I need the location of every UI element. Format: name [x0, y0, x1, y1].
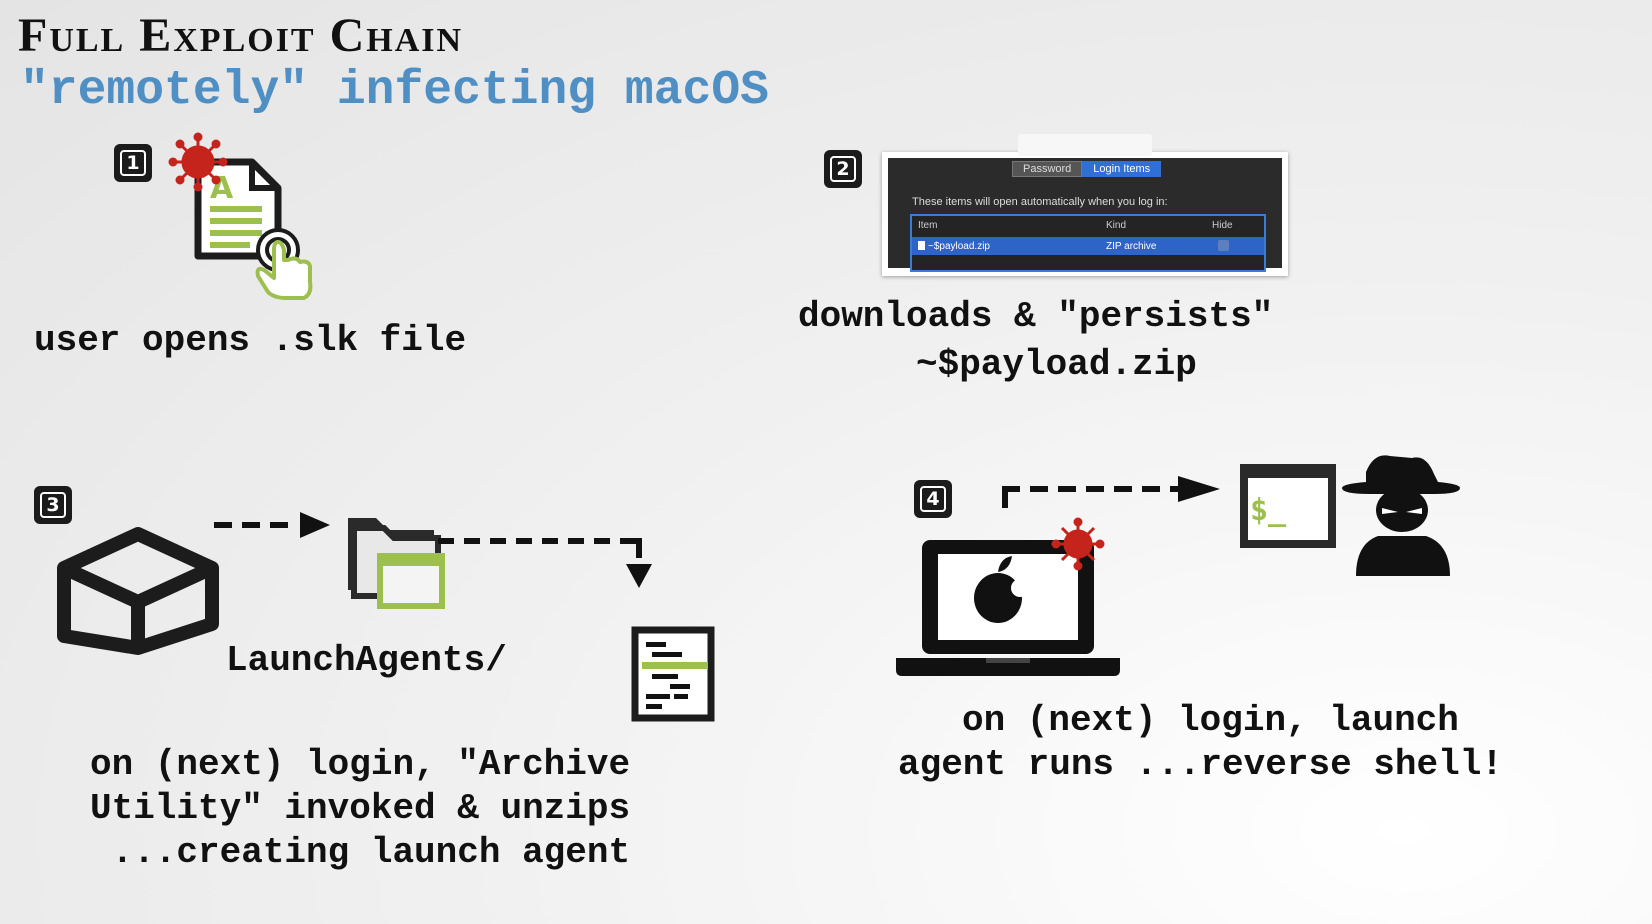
step-1-badge: 1 — [114, 144, 152, 182]
step-3-caption-line-2: Utility" invoked & unzips — [90, 788, 631, 829]
hacker-icon — [1342, 455, 1460, 576]
step-3-caption-line-3: ...creating launch agent — [90, 832, 631, 873]
document-icon: A — [194, 158, 282, 260]
column-kind[interactable]: Kind — [1106, 220, 1127, 231]
terminal-icon — [1240, 464, 1336, 548]
slide-title: Full Exploit Chain — [18, 9, 464, 62]
dashed-arrow — [438, 538, 652, 588]
login-items-screenshot: Password Login Items These items will op… — [882, 152, 1288, 276]
dashed-arrow — [214, 512, 330, 538]
step-3-graphic — [57, 512, 715, 722]
step-2-caption-line-1: downloads & "persists" — [798, 296, 1274, 337]
step-4-graphic: $_ — [896, 455, 1460, 676]
table-header: Item Kind Hide — [912, 216, 1264, 236]
hide-checkbox[interactable] — [1218, 240, 1229, 251]
step-4-caption-line-2: agent runs ...reverse shell! — [898, 744, 1503, 785]
redaction-patch — [1018, 134, 1152, 156]
column-hide[interactable]: Hide — [1212, 220, 1233, 231]
laptop-icon — [896, 540, 1120, 676]
slide-subtitle: "remotely" infecting macOS — [20, 64, 769, 118]
slk-document-icon: A — [168, 132, 313, 300]
apple-logo-icon — [974, 556, 1029, 623]
plist-file-icon — [631, 626, 715, 722]
virus-icon — [1051, 517, 1105, 571]
folder-icon — [348, 518, 445, 609]
row-item-kind: ZIP archive — [1106, 241, 1157, 252]
table-row[interactable]: ~$payload.zip ZIP archive — [912, 237, 1264, 255]
preferences-tabs: Password Login Items — [1012, 161, 1162, 177]
column-item[interactable]: Item — [918, 220, 938, 231]
step-1-caption: user opens .slk file — [34, 320, 467, 361]
step-4-badge: 4 — [914, 480, 952, 518]
step-3-badge: 3 — [34, 486, 72, 524]
box-icon — [57, 527, 219, 655]
step-3-caption-line-1: on (next) login, "Archive — [90, 744, 631, 785]
dashed-arrow — [1002, 476, 1220, 508]
login-items-table: Item Kind Hide ~$payload.zip ZIP archive — [910, 214, 1266, 272]
tab-login-items[interactable]: Login Items — [1082, 161, 1162, 177]
launchagents-label: LaunchAgents/ — [226, 640, 507, 681]
step-4-caption-line-1: on (next) login, launch — [962, 700, 1459, 741]
row-item-name: ~$payload.zip — [928, 241, 990, 252]
step-2-badge: 2 — [824, 150, 862, 188]
terminal-prompt: $_ — [1250, 493, 1287, 528]
step-2-caption-line-2: ~$payload.zip — [916, 344, 1197, 385]
tab-password[interactable]: Password — [1012, 161, 1083, 177]
login-items-note: These items will open automatically when… — [912, 196, 1168, 208]
virus-icon — [168, 132, 228, 192]
file-icon — [918, 241, 925, 250]
